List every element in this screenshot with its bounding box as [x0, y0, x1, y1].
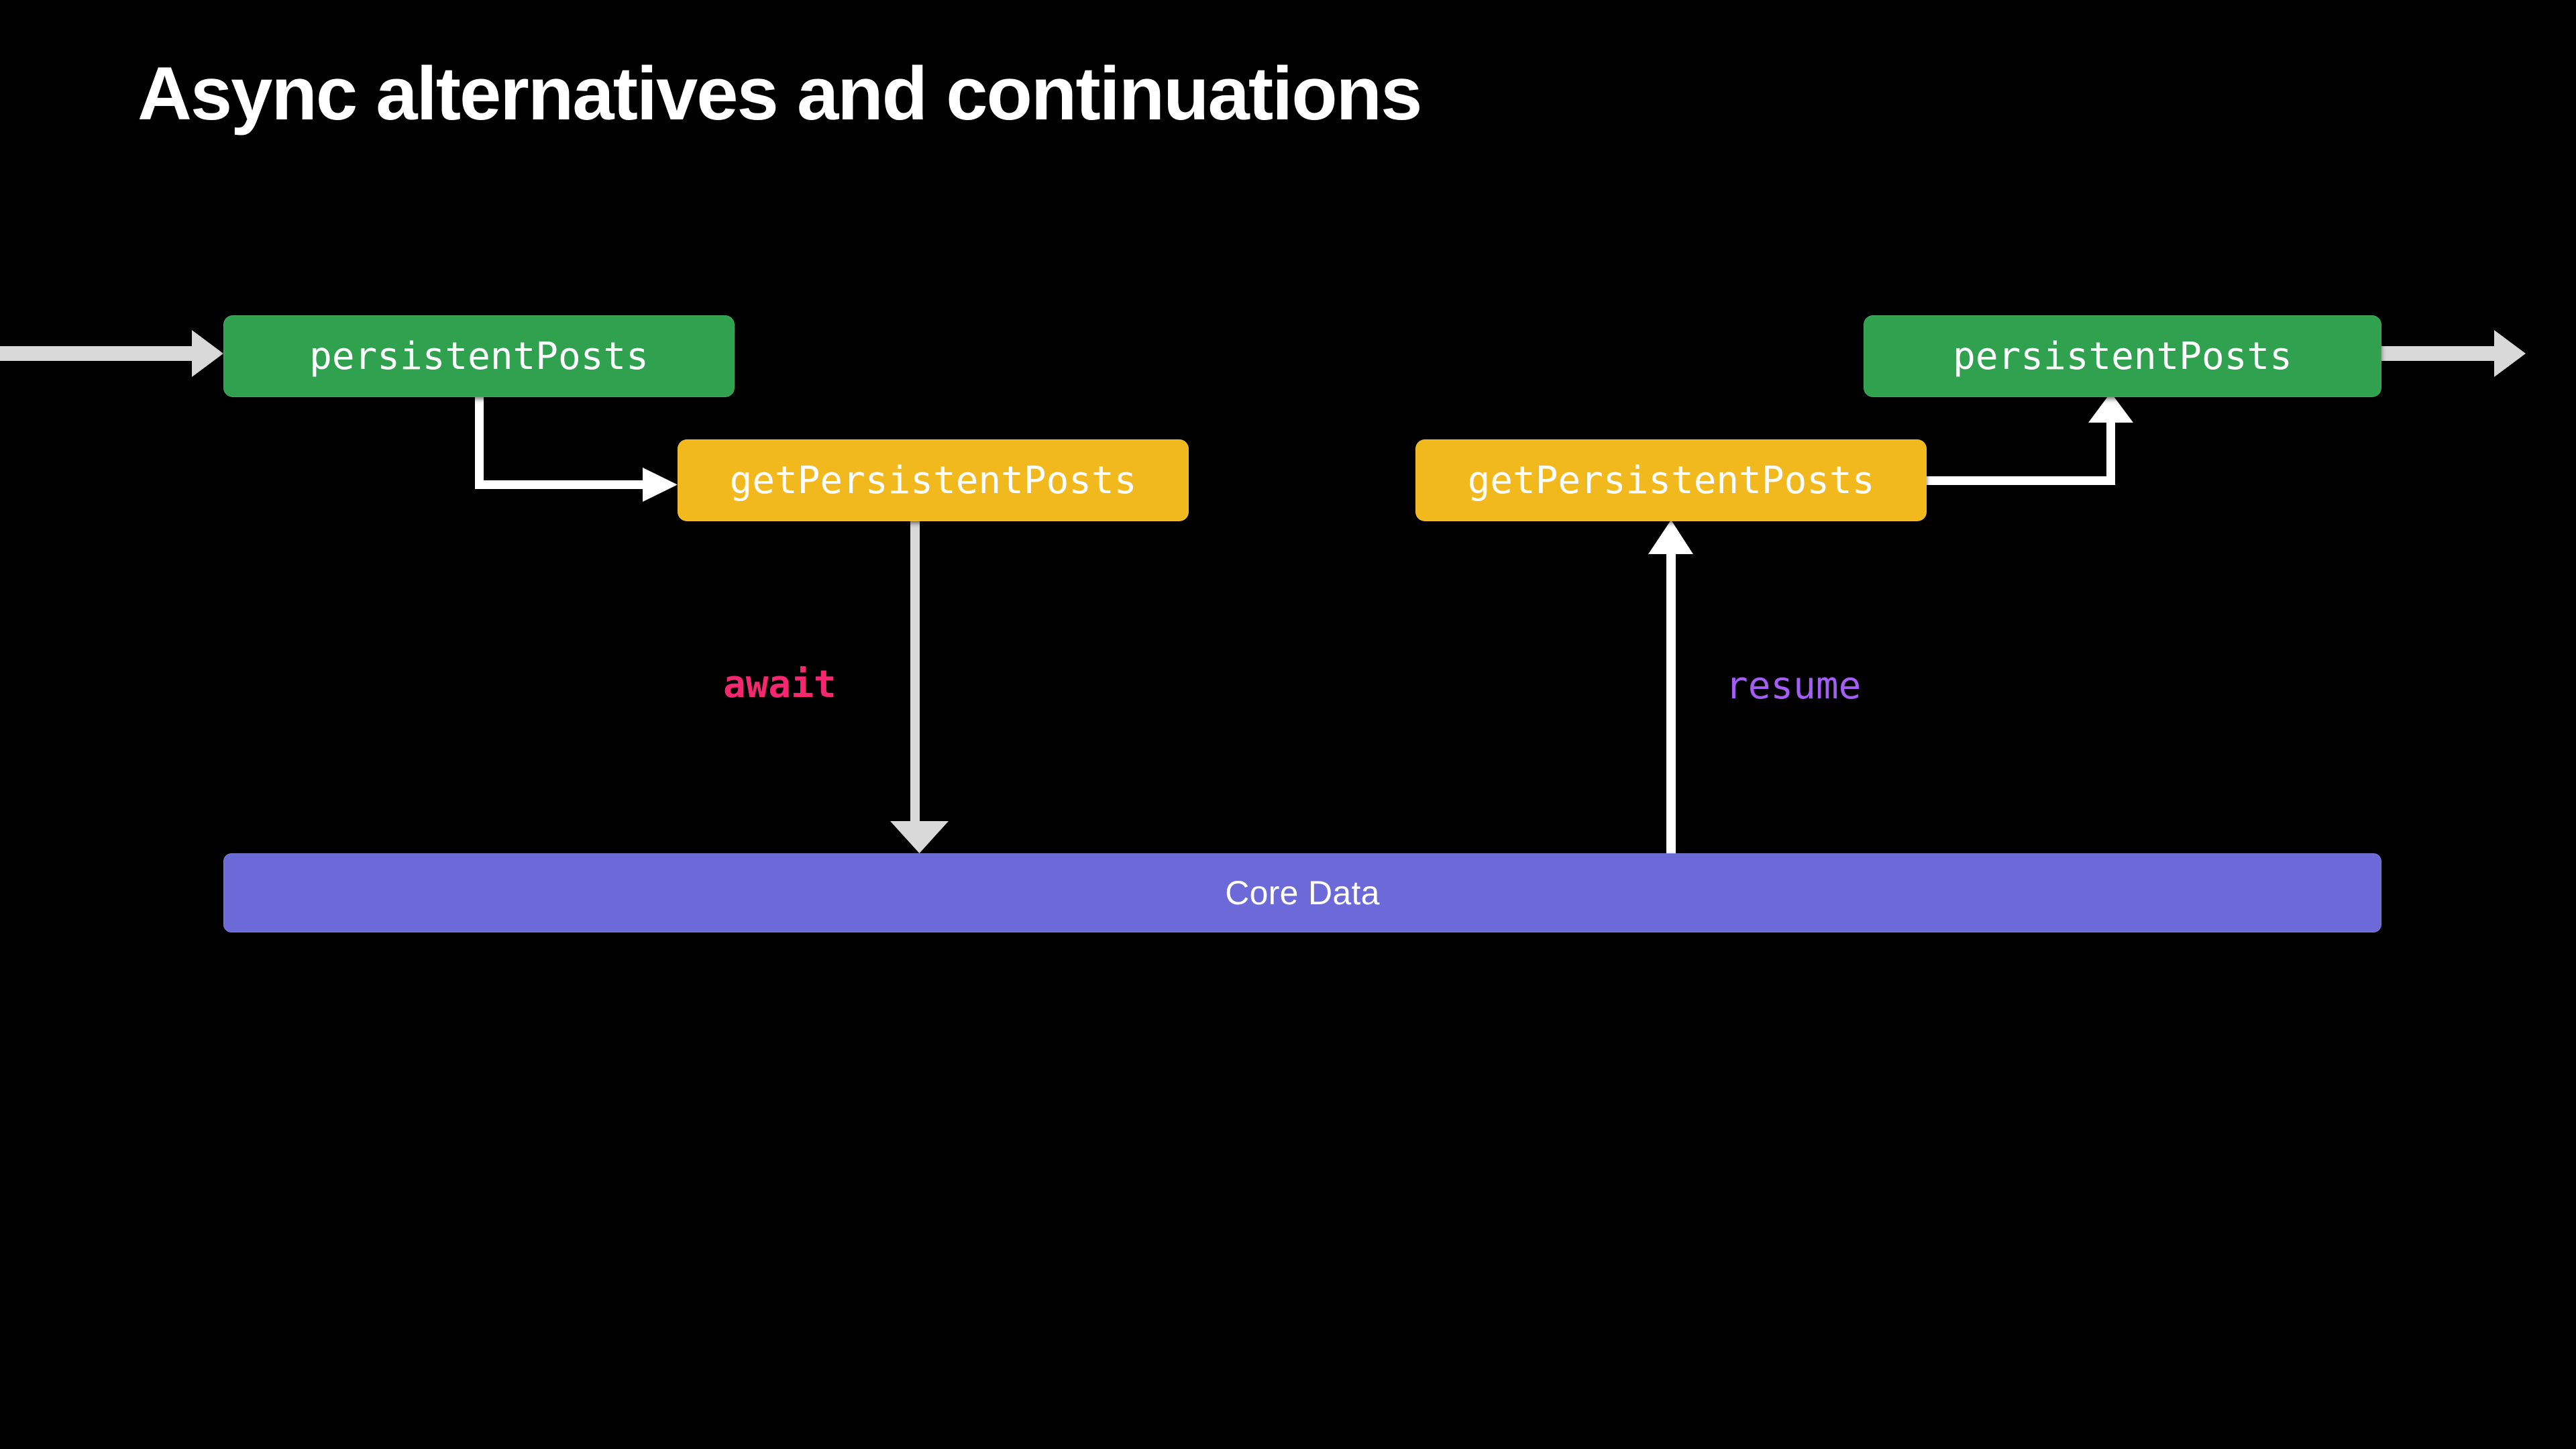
- edge-green-to-yellow: [475, 397, 678, 502]
- node-label: getPersistentPosts: [1467, 458, 1875, 502]
- node-label: persistentPosts: [1953, 334, 2292, 378]
- page-title: Async alternatives and continuations: [138, 52, 1422, 136]
- edge-yellow-to-green: [1927, 392, 2133, 485]
- node-persistent-posts-left[interactable]: persistentPosts: [223, 315, 735, 397]
- edge-await-arrow: [890, 521, 949, 853]
- node-core-data-bar[interactable]: Core Data: [223, 853, 2381, 932]
- node-get-persistent-posts-left[interactable]: getPersistentPosts: [678, 439, 1189, 521]
- edge-label-await: await: [723, 663, 837, 706]
- node-label: getPersistentPosts: [729, 458, 1137, 502]
- edge-exit-arrow: [2378, 330, 2526, 377]
- edge-label-resume: resume: [1725, 664, 1862, 708]
- node-label: persistentPosts: [309, 334, 649, 378]
- node-get-persistent-posts-right[interactable]: getPersistentPosts: [1415, 439, 1927, 521]
- node-label: Core Data: [1225, 874, 1380, 912]
- node-persistent-posts-right[interactable]: persistentPosts: [1864, 315, 2381, 397]
- edge-entry-arrow: [0, 330, 223, 377]
- edge-resume-arrow: [1648, 520, 1693, 853]
